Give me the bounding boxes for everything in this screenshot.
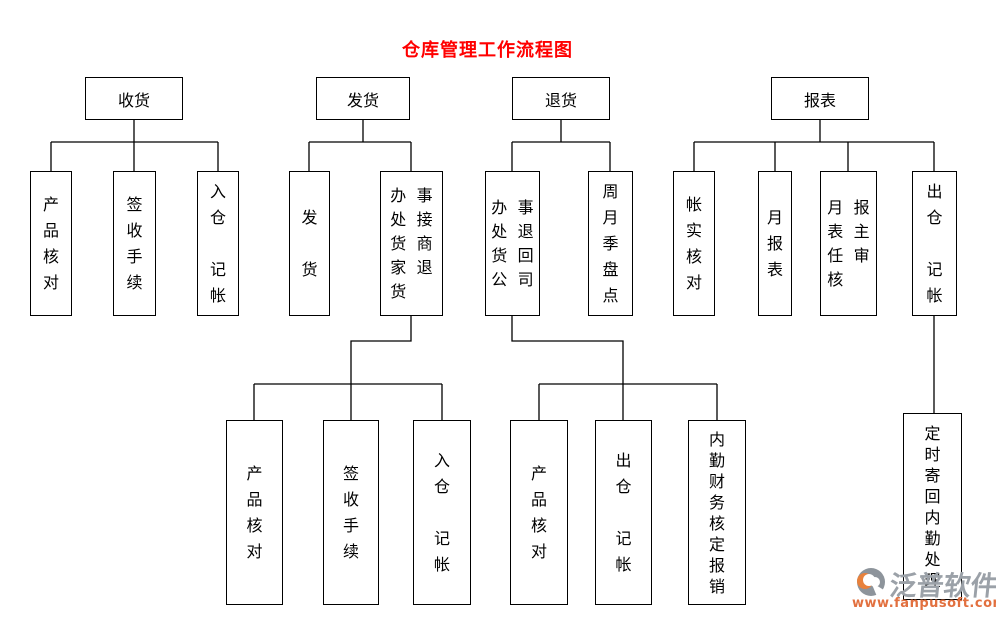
flow-box-ship-office-receive: 办事 处接 货商 家退 货 — [380, 171, 443, 316]
flow-box-recv-warehouse-in: 入 仓 记 帐 — [197, 171, 239, 316]
flow-box-label: 入 仓 记 帐 — [433, 450, 450, 574]
flow-box-reports: 报表 — [771, 77, 869, 120]
flow-box-label: 出 仓 记 帐 — [615, 450, 632, 574]
flow-box-recv-product-check: 产 品 核 对 — [30, 171, 72, 316]
flow-box-label: 内 勤 财 务 核 定 报 销 — [708, 429, 725, 596]
flow-box-label: 月报 表主 任审 核 — [827, 197, 881, 289]
page-title: 仓库管理工作流程图 — [402, 40, 573, 61]
flow-box-recv-sign-procedure: 签 收 手 续 — [113, 171, 156, 316]
flow-box-receiving: 收货 — [85, 77, 183, 120]
fanpu-logo-icon — [857, 568, 887, 599]
flow-box-label: 发货 — [346, 90, 379, 110]
flow-box-ret-inventory-count: 周 月 季 盘 点 — [588, 171, 633, 316]
flow-box-ret-warehouse-out: 出 仓 记 帐 — [595, 420, 652, 605]
flow-box-ret-office-return: 办事 处退 货回 公司 — [485, 171, 540, 316]
flow-box-rep-monthly-report: 月 报 表 — [758, 171, 792, 316]
flow-box-shipping: 发货 — [316, 77, 410, 120]
flow-box-rep-account-check: 帐 实 核 对 — [673, 171, 715, 316]
flow-box-label: 发 货 — [301, 207, 318, 279]
flow-box-label: 出 仓 记 帐 — [926, 181, 943, 305]
flow-box-rep-warehouse-out: 出 仓 记 帐 — [912, 171, 957, 316]
flow-box-label: 办事 处退 货回 公司 — [491, 197, 545, 289]
flow-box-rep-mail-back: 定 时 寄 回 内 勤 处 理 — [903, 413, 962, 600]
flow-box-ship-sign-procedure: 签 收 手 续 — [323, 420, 379, 605]
flow-box-ret-product-check: 产 品 核 对 — [510, 420, 568, 605]
flow-box-returns: 退货 — [512, 77, 610, 120]
watermark: 泛普软件 www.fanpusoft.com — [850, 564, 996, 616]
flow-box-rep-supervisor-review: 月报 表主 任审 核 — [820, 171, 877, 316]
flow-box-label: 收货 — [117, 90, 150, 110]
flow-box-ship-product-check: 产 品 核 对 — [226, 420, 283, 605]
flow-box-label: 周 月 季 盘 点 — [602, 181, 619, 305]
flow-box-label: 产 品 核 对 — [246, 463, 263, 561]
flow-box-label: 签 收 手 续 — [126, 194, 143, 292]
flow-box-label: 定 时 寄 回 内 勤 处 理 — [924, 423, 941, 590]
flow-box-ret-finance-approve: 内 勤 财 务 核 定 报 销 — [688, 420, 746, 605]
flow-box-label: 产 品 核 对 — [530, 463, 547, 561]
flow-box-label: 签 收 手 续 — [342, 463, 359, 561]
flow-box-label: 入 仓 记 帐 — [209, 181, 226, 305]
watermark-url: www.fanpusoft.com — [852, 596, 996, 611]
flow-box-label: 退货 — [544, 90, 577, 110]
flow-box-ship-warehouse-in: 入 仓 记 帐 — [413, 420, 471, 605]
flow-box-label: 帐 实 核 对 — [685, 194, 702, 292]
flow-box-label: 产 品 核 对 — [42, 194, 59, 292]
flow-box-label: 办事 处接 货商 家退 货 — [390, 185, 444, 301]
flow-box-ship-dispatch: 发 货 — [289, 171, 330, 316]
flow-box-label: 报表 — [803, 90, 836, 110]
flow-box-label: 月 报 表 — [766, 207, 783, 279]
